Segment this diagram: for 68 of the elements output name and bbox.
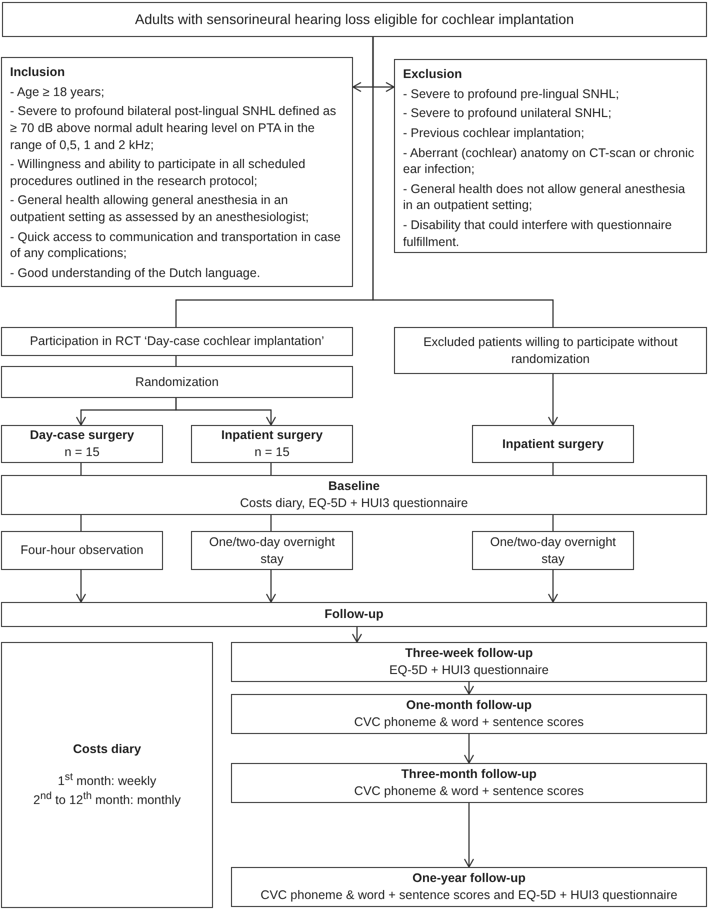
- box-text: n = 15: [64, 444, 100, 461]
- process-box: [1, 475, 707, 515]
- box-text: Randomization: [135, 374, 219, 390]
- connector-arrow: [266, 570, 276, 603]
- box-text: Costs diary, EQ-5D + HUI3 questionnaire: [240, 495, 468, 512]
- process-box: [2, 2, 707, 37]
- process-box: [191, 425, 353, 463]
- process-box: [231, 867, 707, 907]
- process-box: [1, 425, 163, 463]
- box-heading: Inpatient surgery: [221, 427, 323, 444]
- box-text: n = 15: [254, 444, 290, 461]
- box-text: Participation in RCT ‘Day-case cochlear implantation’: [30, 333, 324, 350]
- process-box: [1, 57, 353, 287]
- box-text: Four-hour observation: [20, 542, 144, 559]
- process-box: [231, 642, 707, 682]
- box-text: 2$^{nd}$ to 12$^{th}$ month: monthly: [33, 790, 181, 810]
- connector-arrow: [548, 374, 558, 426]
- box-text: - General health does not allow general anesthesia in an outpatient setting;: [403, 180, 686, 214]
- process-box: [472, 425, 634, 463]
- connector-arrow: [175, 398, 276, 426]
- box-text: - Severe to profound pre-lingual SNHL;: [403, 86, 620, 102]
- connector-arrow: [464, 803, 474, 868]
- box-heading: Baseline: [328, 478, 380, 495]
- box-heading: Day-case surgery: [30, 427, 134, 444]
- process-box: [1, 642, 213, 908]
- box-text: - Age ≥ 18 years;: [10, 84, 104, 100]
- box-text: - Good understanding of the Dutch language.: [10, 264, 260, 282]
- box-text: - Severe to profound bilateral post-lingual SNHL defined as ≥ 70 dB above normal adult hearing level on PTA in the range of 0,5, 1 and 2 kHz;: [10, 103, 338, 154]
- box-text: Follow-up: [324, 606, 384, 623]
- process-box: [1, 602, 707, 627]
- box-text: - Previous cochlear implantation;: [403, 124, 584, 142]
- box-text: - Willingness and ability to participate in all scheduled procedures outlined in the research protocol;: [10, 156, 306, 190]
- box-text: 1$^{st}$ month: weekly: [58, 771, 156, 790]
- process-box: [191, 531, 353, 570]
- box-heading: Inclusion: [10, 64, 65, 81]
- box-text: CVC phoneme & word + sentence scores: [354, 783, 584, 800]
- box-text: One/two-day overnight stay: [489, 534, 617, 568]
- box-heading: Exclusion: [403, 66, 462, 83]
- box-text: - Disability that could interfere with questionnaire fulfillment.: [403, 217, 673, 250]
- process-box: [231, 763, 707, 803]
- box-text: EQ-5D + HUI3 questionnaire: [389, 662, 549, 679]
- process-box: [394, 59, 707, 253]
- connector-arrow: [352, 627, 362, 643]
- process-box: [472, 531, 634, 570]
- connector-arrow: [464, 734, 474, 764]
- box-text: - Severe to profound unilateral SNHL;: [403, 105, 612, 122]
- process-box: [231, 694, 707, 734]
- box-text: - Quick access to communication and transportation in case of any complications;: [10, 228, 342, 262]
- box-text: Excluded patients willing to participate without randomization: [422, 334, 679, 368]
- connector-arrow: [464, 682, 474, 695]
- box-text: One/two-day overnight stay: [208, 534, 336, 568]
- process-box: [1, 327, 353, 356]
- box-heading: Three-month follow-up: [401, 766, 537, 783]
- box-text: Inpatient surgery: [502, 436, 604, 452]
- box-heading: Costs diary: [72, 740, 142, 758]
- box-text: - Aberrant (cochlear) anatomy on CT-scan or chronic ear infection;: [403, 144, 696, 178]
- box-text: Adults with sensorineural hearing loss eligible for cochlear implantation: [135, 10, 574, 29]
- connector-arrow: [548, 570, 558, 603]
- box-text: - General health allowing general anesthesia in an outpatient setting as assessed by an anesthesiologist;: [10, 192, 310, 226]
- connector-arrow: [76, 570, 86, 603]
- box-text: CVC phoneme & word + sentence scores: [354, 714, 584, 731]
- box-heading: One-month follow-up: [406, 697, 532, 714]
- process-box: [1, 366, 353, 398]
- process-box: [1, 531, 163, 570]
- box-heading: One-year follow-up: [412, 870, 526, 887]
- box-text: CVC phoneme & word + sentence scores and EQ-5D + HUI3 questionnaire: [260, 887, 678, 904]
- box-heading: Three-week follow-up: [405, 645, 533, 662]
- process-box: [394, 327, 707, 374]
